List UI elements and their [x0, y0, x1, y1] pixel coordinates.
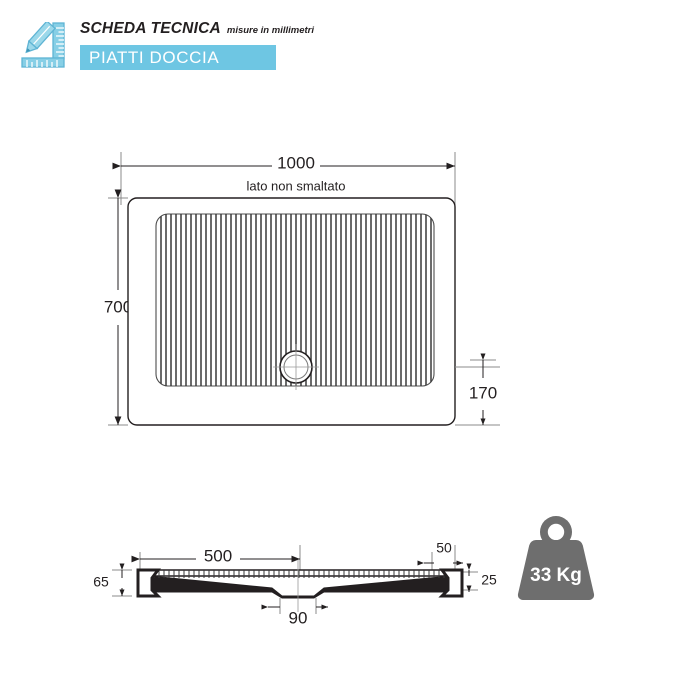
- dimension-width-label: 1000: [277, 153, 315, 172]
- drain-circle-icon: [273, 344, 319, 390]
- dimension-section-65: 65: [93, 563, 132, 597]
- sheet-subtitle: misure in millimetri: [226, 25, 314, 36]
- section-foot-left: [136, 568, 162, 598]
- dimension-section-90: 90: [261, 598, 328, 627]
- title-block: SCHEDA TECNICA misure in millimetri PIAT…: [80, 20, 314, 70]
- dimension-section-50-label: 50: [436, 540, 452, 556]
- plan-note-label: lato non smaltato: [246, 178, 345, 193]
- dimension-section-90-label: 90: [289, 608, 308, 627]
- weight-badge: 33 Kg: [517, 516, 595, 600]
- category-banner-label: PIATTI DOCCIA: [89, 47, 220, 67]
- dimension-section-500: 500: [131, 545, 301, 575]
- section-profile: [136, 560, 464, 612]
- sheet-header: SCHEDA TECNICA misure in millimetri PIAT…: [0, 0, 700, 92]
- shower-tray-plan-view: 1000 lato non smaltato 700: [104, 152, 500, 426]
- dimension-section-25: 25: [455, 563, 497, 592]
- pencil-ruler-icon: [20, 20, 74, 68]
- dimension-section-500-label: 500: [204, 546, 232, 565]
- sheet-title: SCHEDA TECNICA: [80, 20, 221, 37]
- dimension-drain-offset-label: 170: [469, 383, 497, 402]
- dimension-width-1000: 1000: [112, 153, 455, 172]
- category-banner: PIATTI DOCCIA: [80, 45, 276, 70]
- dimension-section-65-label: 65: [93, 574, 109, 590]
- weight-icon: [517, 516, 595, 600]
- dimension-section-25-label: 25: [481, 572, 497, 588]
- section-foot-right: [438, 568, 464, 598]
- dimension-drain-offset-170: 170: [455, 353, 500, 426]
- weight-label: 33 Kg: [530, 565, 582, 586]
- dimension-height-label: 700: [104, 297, 132, 316]
- dimension-height-700: 700: [104, 189, 132, 425]
- shower-tray-section-view: 500 50 65: [93, 540, 497, 628]
